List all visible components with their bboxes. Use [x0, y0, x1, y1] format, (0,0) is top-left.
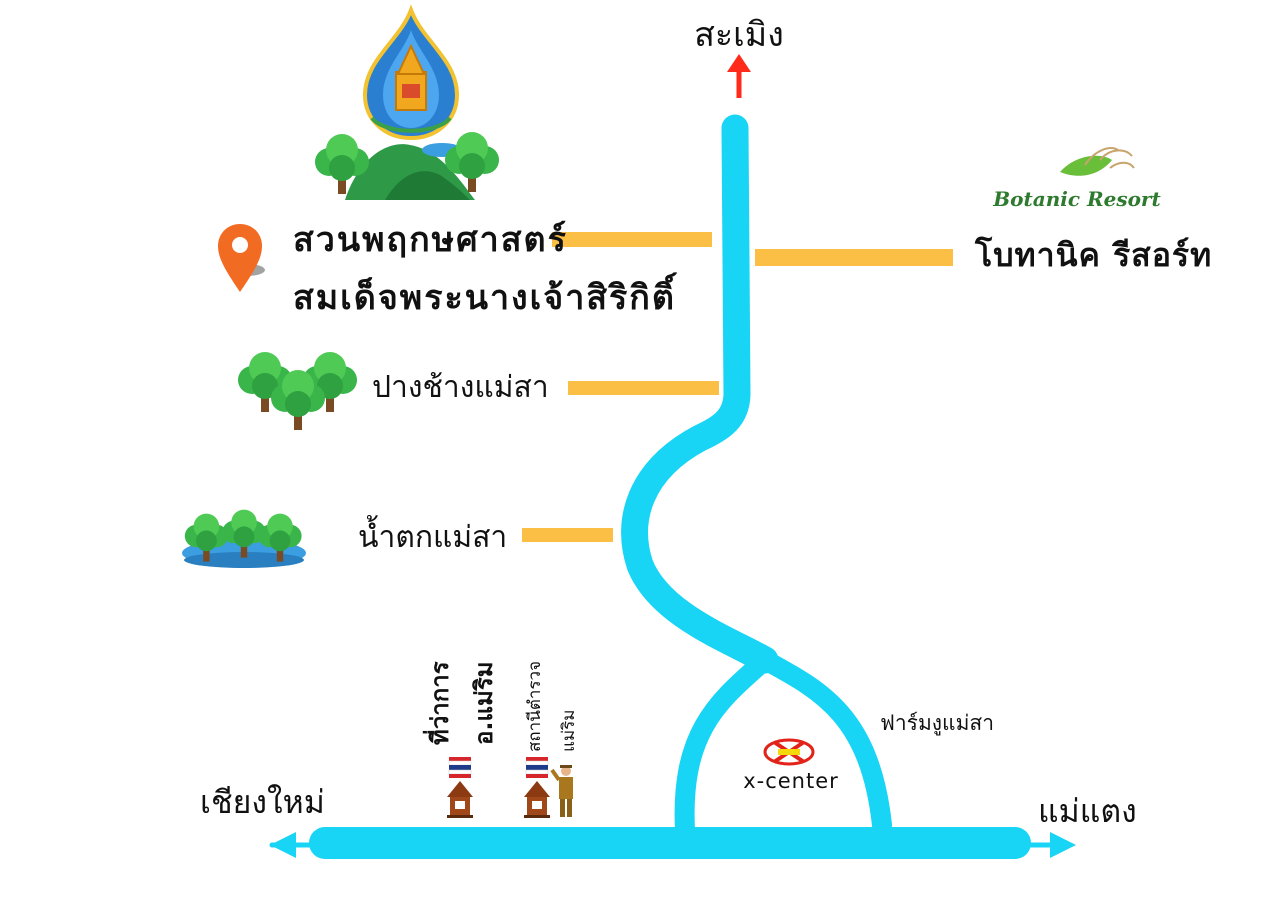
- police-station-icon: [523, 756, 551, 819]
- label-waterfall: น้ำตกแม่สา: [358, 515, 507, 555]
- location-pin-icon: [218, 224, 265, 292]
- connectors: [522, 232, 953, 542]
- road-network: [269, 114, 1069, 859]
- label-garden-line1: สวนพฤกษศาสตร์: [293, 220, 568, 260]
- label-district-office-line2: อ.แม่ริม: [470, 661, 498, 745]
- botanic-resort-logo: [1060, 147, 1135, 176]
- label-district-office-line1: ที่ว่าการ: [422, 661, 454, 745]
- label-botanic-resort: โบทานิค รีสอร์ท: [974, 236, 1212, 274]
- label-chiang-mai: เชียงใหม่: [200, 783, 325, 821]
- connector-waterfall: [522, 528, 613, 542]
- label-police-line1: สถานีตำรวจ: [525, 661, 545, 752]
- label-elephant-camp: ปางช้างแม่สา: [372, 370, 549, 405]
- arrow-north-icon: [727, 54, 751, 98]
- main-road-north: [621, 114, 779, 674]
- waterfall-icon: [182, 509, 306, 568]
- garden-illustration: [315, 132, 499, 200]
- label-police-line2: แม่ริม: [559, 710, 579, 753]
- road-to-snake-farm: [755, 650, 892, 835]
- road-inner-loop: [674, 650, 775, 840]
- label-garden-line2: สมเด็จพระนางเจ้าสิริกิติ์: [293, 272, 678, 318]
- police-officer-icon: [550, 765, 573, 817]
- label-snake-farm: ฟาร์มงูแม่สา: [880, 711, 994, 736]
- connector-resort: [755, 249, 953, 266]
- connector-elephant-camp: [568, 381, 719, 395]
- arrow-west-icon: [270, 832, 296, 858]
- district-office-icon: [446, 756, 474, 819]
- label-north-samoeng: สะเมิง: [694, 15, 784, 55]
- connector-garden: [552, 232, 712, 247]
- x-center-logo: [763, 738, 815, 766]
- botanic-resort-logo-text: Botanic Resort: [992, 187, 1161, 211]
- royal-emblem-logo: [362, 4, 460, 141]
- label-x-center: x-center: [743, 769, 839, 793]
- arrow-east-icon: [1050, 832, 1076, 858]
- forest-icon: [238, 352, 357, 430]
- label-mae-taeng: แม่แตง: [1038, 792, 1137, 830]
